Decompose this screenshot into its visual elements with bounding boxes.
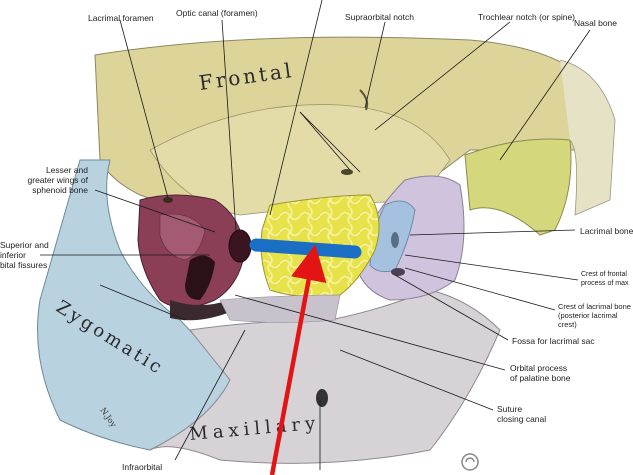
label-lacrimal-bone: Lacrimal bone — [580, 226, 633, 236]
label-orbital-fissures: Superior and inferior bital fissures — [0, 240, 49, 270]
label-supraorbital-notch: Supraorbital notch — [345, 12, 414, 22]
blue-marker-stroke — [249, 238, 362, 259]
red-annotation-arrow — [269, 244, 327, 475]
label-fossa-lacrimal: Fossa for lacrimal sac — [512, 336, 595, 346]
maxilla-bone — [149, 289, 501, 464]
label-optic-canal: Optic canal (foramen) — [176, 8, 258, 18]
nasal-bone — [464, 138, 572, 236]
label-sphenoid-wings: Lesser and greater wings of sphenoid bon… — [27, 165, 88, 195]
label-orbital-process: Orbital process of palatine bone — [510, 363, 571, 383]
label-trochlear-notch: Trochlear notch (or spine) — [478, 12, 576, 22]
label-crest-lacrimal: Crest of lacrimal bone (posterior lacrim… — [558, 302, 631, 329]
label-lacrimal-foramen: Lacrimal foramen — [88, 13, 154, 23]
label-infraorbital: Infraorbital — [122, 462, 163, 472]
label-suture: Suture closing canal — [497, 404, 547, 424]
leader-lines — [40, 0, 591, 470]
label-crest-frontal: Crest of frontal process of max — [581, 271, 629, 287]
optic-canal — [228, 229, 252, 263]
label-nasal-bone: Nasal bone — [574, 18, 618, 28]
publisher-emblem-icon — [461, 453, 479, 471]
